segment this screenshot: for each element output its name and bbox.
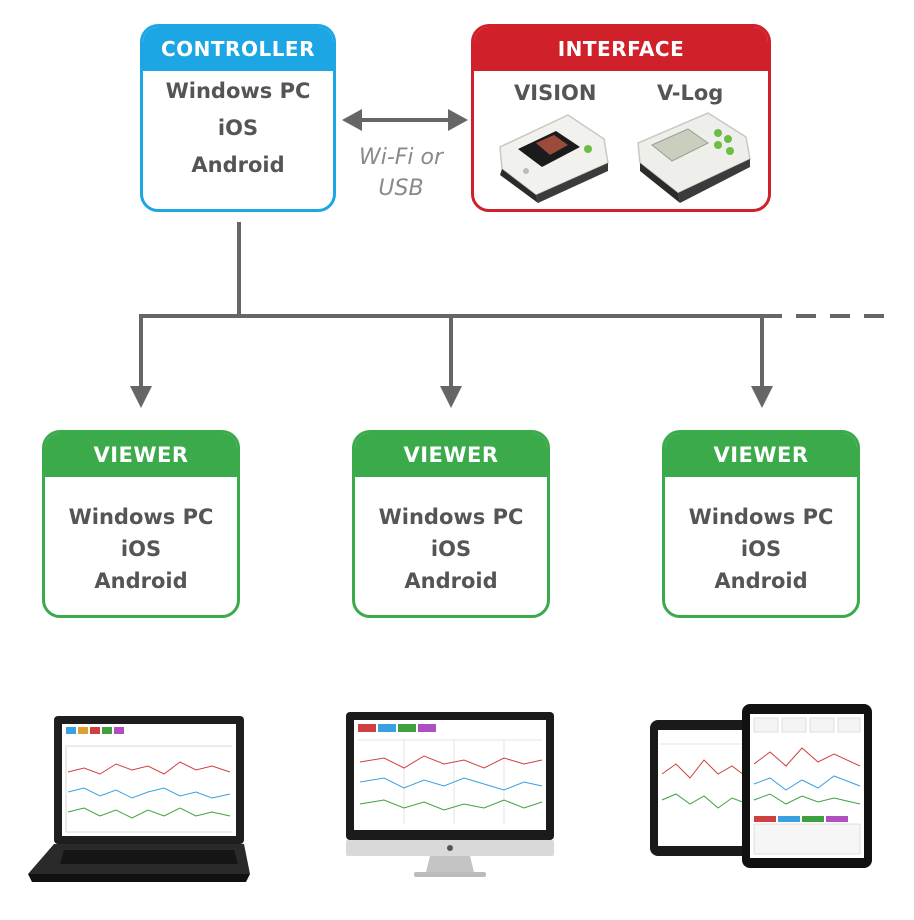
device-label-vision: VISION (514, 81, 597, 105)
vlog-device-icon (637, 112, 751, 203)
viewer-platform-ios: iOS (740, 537, 782, 561)
viewer-platform-windows: Windows PC (688, 505, 834, 529)
interface-box: INTERFACE VISION V-Log (471, 24, 771, 212)
viewer-platform-android: Android (94, 569, 188, 593)
viewer-title: VIEWER (355, 433, 547, 477)
vision-device-icon (499, 114, 609, 203)
link-double-arrow (342, 109, 468, 131)
drop-arrow-1 (130, 316, 152, 408)
viewer-platforms: Windows PC iOS Android (45, 477, 237, 597)
viewer-platform-ios: iOS (120, 537, 162, 561)
controller-title: CONTROLLER (143, 27, 333, 71)
drop-arrow-3 (751, 316, 773, 408)
controller-platform-android: Android (191, 153, 285, 177)
viewer-box-1: VIEWER Windows PC iOS Android (42, 430, 240, 618)
viewer-title: VIEWER (45, 433, 237, 477)
laptop-icon (28, 716, 250, 882)
viewer-platform-windows: Windows PC (68, 505, 214, 529)
tablets-icon (650, 704, 872, 868)
device-label-vlog: V-Log (657, 81, 724, 105)
connection-label-line-2: USB (378, 176, 424, 201)
connection-label-line-1: Wi-Fi or (358, 145, 444, 170)
viewer-platform-android: Android (404, 569, 498, 593)
controller-box: CONTROLLER Windows PC iOS Android (140, 24, 336, 212)
viewer-platforms: Windows PC iOS Android (355, 477, 547, 597)
viewer-box-2: VIEWER Windows PC iOS Android (352, 430, 550, 618)
interface-title: INTERFACE (474, 27, 768, 71)
viewer-title: VIEWER (665, 433, 857, 477)
controller-platform-windows: Windows PC (165, 79, 311, 103)
viewer-box-3: VIEWER Windows PC iOS Android (662, 430, 860, 618)
controller-platforms: Windows PC iOS Android (143, 71, 333, 184)
connection-label: Wi-Fi or USB (345, 142, 457, 204)
controller-platform-ios: iOS (217, 116, 259, 140)
drop-arrow-2 (440, 316, 462, 408)
viewer-platforms: Windows PC iOS Android (665, 477, 857, 597)
desktop-monitor-icon (346, 712, 554, 877)
viewer-platform-windows: Windows PC (378, 505, 524, 529)
viewer-platform-ios: iOS (430, 537, 472, 561)
viewer-platform-android: Android (714, 569, 808, 593)
